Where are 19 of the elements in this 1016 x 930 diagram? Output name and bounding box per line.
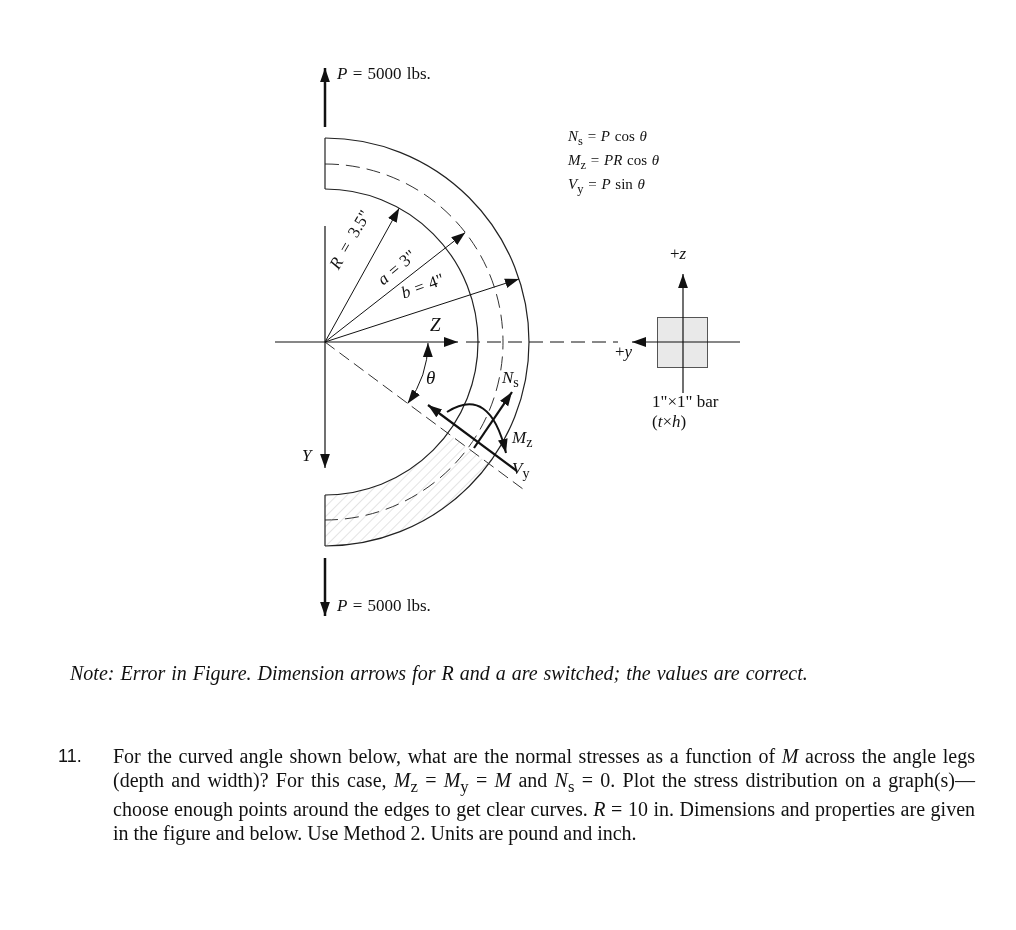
diagram-label: N$_{s}$ <box>502 368 519 391</box>
diagram-label: Y <box>302 446 312 466</box>
diagram-label: M$_{z}$ = PR cos θ <box>568 152 660 173</box>
diagram-label: V$_{y}$ = P sin θ <box>568 176 645 197</box>
diagram-label: Z <box>430 314 441 336</box>
cross-section-square <box>657 317 708 368</box>
diagram-label: +z <box>670 244 687 264</box>
problem-number: 11. <box>58 746 82 767</box>
problem-statement: For the curved angle shown below, what are the normal stresses as a function of M across the angle legs (depth and width)? For this case, M$_{z}$ = M$_{y}$ = M and N$_{s}$ = 0. Plot the stress distribution on a graph(s)—choose enough points around the edges to get clear curves. R = 10 in. Dimensions and properties are given in the figure and below. Use Method 2. Units are pound and inch. <box>113 744 975 845</box>
cross-section-caption: 1"×1" bar (t×h) <box>652 392 720 433</box>
diagram-label: R = 3.5" <box>325 206 375 273</box>
note-text: Note: Error in Figure. Dimension arrows for R and a are switched; the values are correct. <box>70 662 808 685</box>
diagram-label: b = 4" <box>398 269 447 303</box>
diagram-label: P = 5000 lbs. <box>337 596 431 616</box>
diagram-label: θ <box>426 367 436 389</box>
diagram-label: P = 5000 lbs. <box>337 64 431 84</box>
diagram-label: +y <box>615 342 633 362</box>
diagram-label: N$_{s}$ = P cos θ <box>568 128 647 149</box>
diagram-label: M$_{z}$ <box>512 428 533 451</box>
